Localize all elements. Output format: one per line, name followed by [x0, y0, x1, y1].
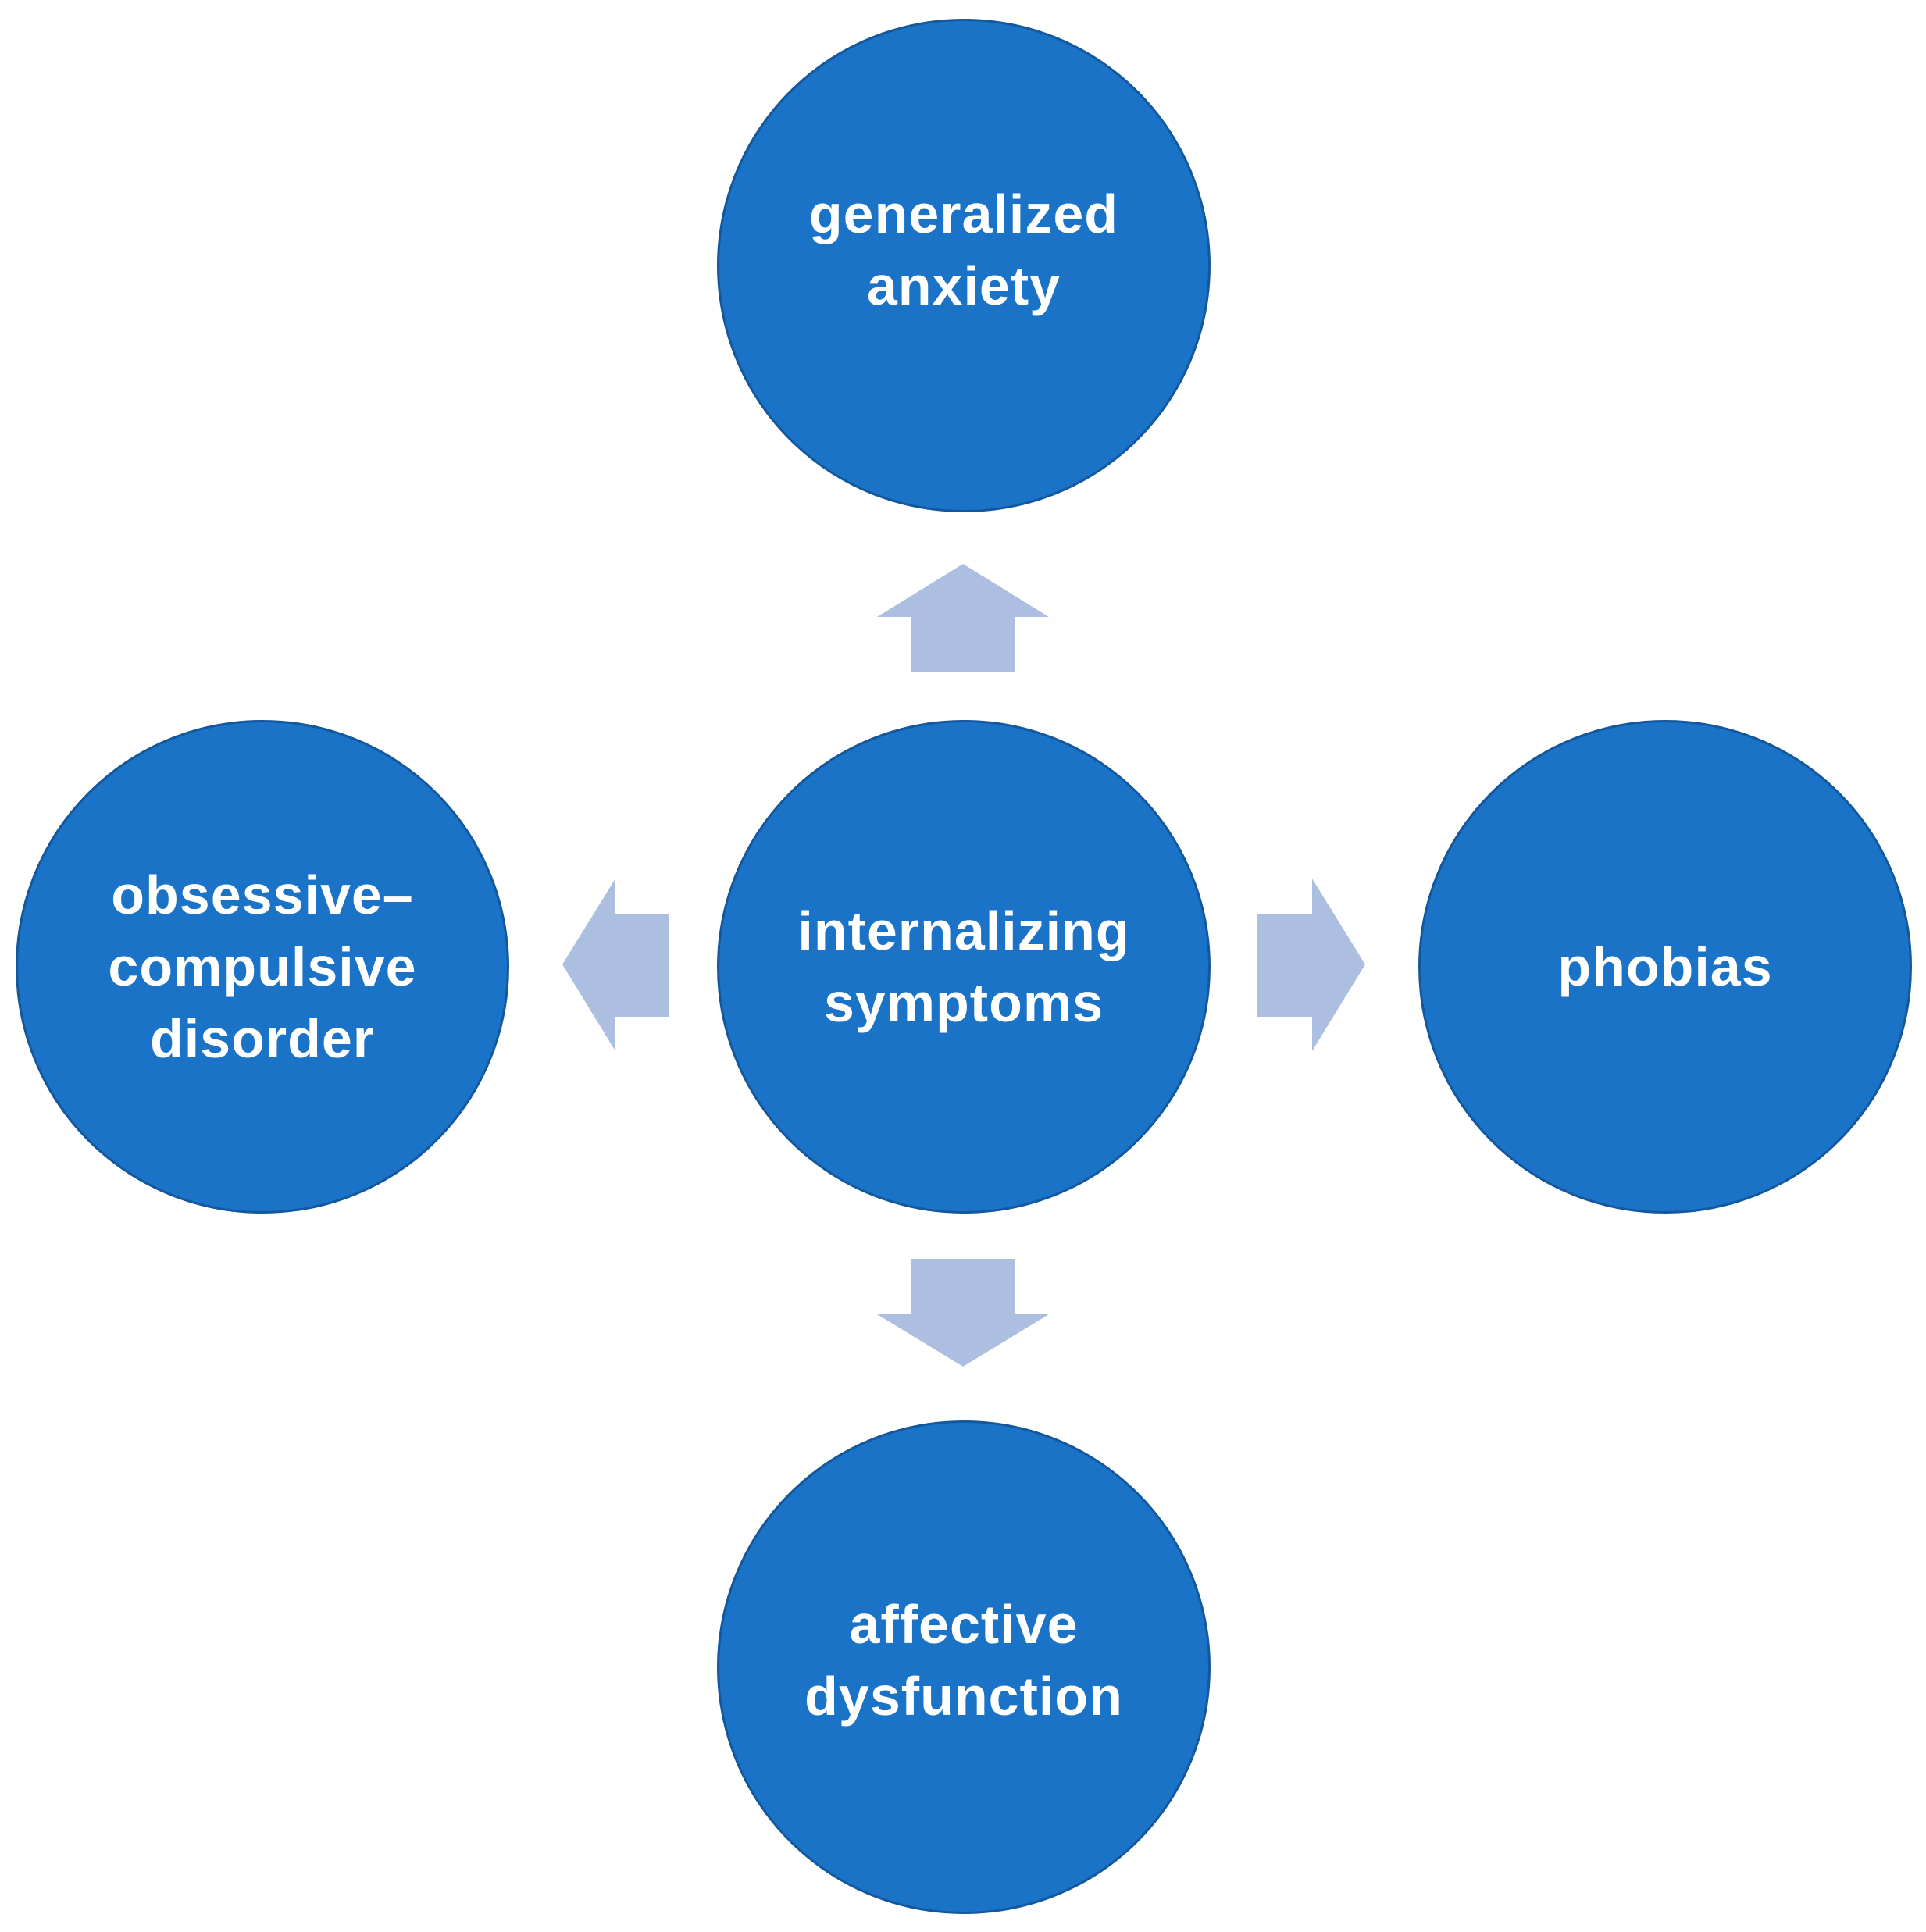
- node-label-line: disorder: [149, 1008, 376, 1069]
- node-label-line: generalized: [808, 184, 1119, 244]
- node-label: generalized anxiety: [809, 178, 1118, 322]
- node-label-line: compulsive: [108, 936, 417, 997]
- node-generalized-anxiety: generalized anxiety: [717, 19, 1211, 512]
- arrow-right-icon: [1257, 879, 1365, 1051]
- node-label-line: dysfunction: [804, 1666, 1123, 1727]
- node-label-line: obsessive–: [111, 864, 414, 925]
- node-label: obsessive– compulsive disorder: [108, 859, 416, 1075]
- node-internalizing-symptoms: internalizing symptoms: [717, 720, 1211, 1214]
- node-phobias: phobias: [1418, 720, 1912, 1214]
- node-obsessive-compulsive-disorder: obsessive– compulsive disorder: [16, 720, 509, 1214]
- node-label-line: phobias: [1557, 936, 1773, 997]
- node-label-line: symptoms: [823, 972, 1104, 1033]
- node-label: affective dysfunction: [804, 1588, 1123, 1732]
- arrow-left-icon: [562, 879, 669, 1051]
- node-label: internalizing symptoms: [797, 895, 1129, 1039]
- arrow-up-icon: [877, 564, 1049, 672]
- node-affective-dysfunction: affective dysfunction: [717, 1420, 1211, 1914]
- node-label: phobias: [1557, 931, 1772, 1003]
- node-label-line: internalizing: [797, 900, 1130, 961]
- node-label-line: affective: [849, 1594, 1079, 1655]
- arrow-down-icon: [877, 1259, 1049, 1367]
- node-label-line: anxiety: [866, 255, 1061, 316]
